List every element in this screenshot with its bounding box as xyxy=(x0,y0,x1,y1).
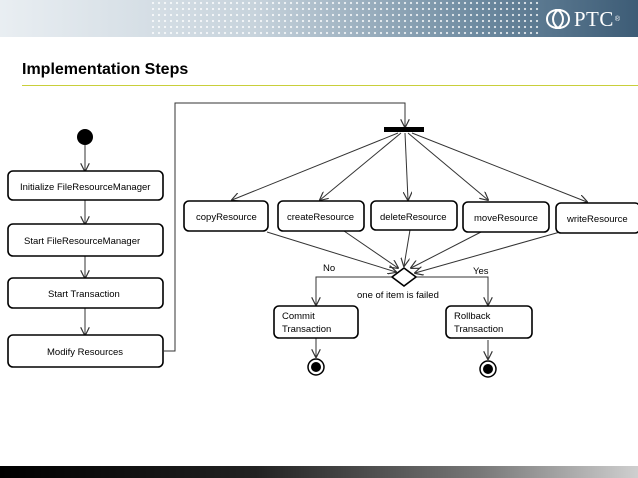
edge-write-to-decision xyxy=(415,231,561,273)
action-start-transaction: Start Transaction xyxy=(7,277,164,309)
action-start-frm: Start FileResourceManager xyxy=(7,223,164,257)
edge-fork-to-delete xyxy=(405,132,408,200)
action-move-resource-label: moveResource xyxy=(474,213,538,224)
edge-copy-to-decision xyxy=(266,231,396,272)
commit-line-2: Transaction xyxy=(282,324,331,335)
edge-move-to-decision xyxy=(411,231,482,268)
decision-label: one of item is failed xyxy=(357,290,439,301)
action-rollback-transaction: Rollback Transaction xyxy=(445,305,533,339)
action-delete-resource: deleteResource xyxy=(370,200,458,231)
edge-fork-to-write xyxy=(411,132,587,202)
decision-yes-label: Yes xyxy=(473,266,489,277)
slide-title: Implementation Steps xyxy=(22,61,189,78)
action-write-resource: writeResource xyxy=(555,202,638,234)
action-initialize-frm: Initialize FileResourceManager xyxy=(7,170,164,201)
fork-bar xyxy=(384,127,424,132)
final-node-commit xyxy=(307,358,325,376)
rollback-line-2: Transaction xyxy=(454,324,503,335)
edge-fork-to-copy xyxy=(232,132,399,200)
flow-connectors xyxy=(85,102,587,359)
header-dot-pattern xyxy=(150,0,540,37)
edge-fork-to-create xyxy=(320,132,402,200)
rollback-line-1: Rollback xyxy=(454,311,491,322)
edge-decision-no-to-commit xyxy=(316,276,392,305)
edge-modify-to-fork xyxy=(164,102,405,352)
logo-text: PTC xyxy=(573,6,614,31)
action-copy-resource: copyResource xyxy=(183,200,269,232)
slide-header-banner: PTC® xyxy=(0,0,638,37)
ptc-logo: PTC® xyxy=(545,6,620,32)
action-write-resource-label: writeResource xyxy=(566,214,628,225)
ptc-logo-icon xyxy=(545,8,570,30)
title-underline xyxy=(22,85,638,86)
commit-line-1: Commit xyxy=(282,311,315,322)
action-start-transaction-label: Start Transaction xyxy=(48,289,120,300)
action-commit-transaction: Commit Transaction xyxy=(273,305,359,339)
action-copy-resource-label: copyResource xyxy=(196,212,257,223)
action-start-frm-label: Start FileResourceManager xyxy=(24,236,140,247)
initial-node xyxy=(77,129,93,145)
action-initialize-frm-label: Initialize FileResourceManager xyxy=(20,182,150,193)
logo-registered-mark: ® xyxy=(614,15,620,23)
final-node-rollback xyxy=(479,360,497,378)
edge-create-to-decision xyxy=(343,230,398,268)
decision-node xyxy=(390,267,418,287)
action-create-resource: createResource xyxy=(277,200,365,232)
action-delete-resource-label: deleteResource xyxy=(380,212,447,223)
decision-no-label: No xyxy=(323,263,335,274)
action-modify-resources-label: Modify Resources xyxy=(47,347,123,358)
edge-fork-to-move xyxy=(407,132,488,200)
action-move-resource: moveResource xyxy=(462,201,550,233)
action-create-resource-label: createResource xyxy=(287,212,354,223)
edge-delete-to-decision xyxy=(404,229,411,266)
action-modify-resources: Modify Resources xyxy=(7,334,164,368)
edge-decision-yes-to-rollback xyxy=(416,276,488,305)
slide-footer-bar xyxy=(0,466,638,478)
